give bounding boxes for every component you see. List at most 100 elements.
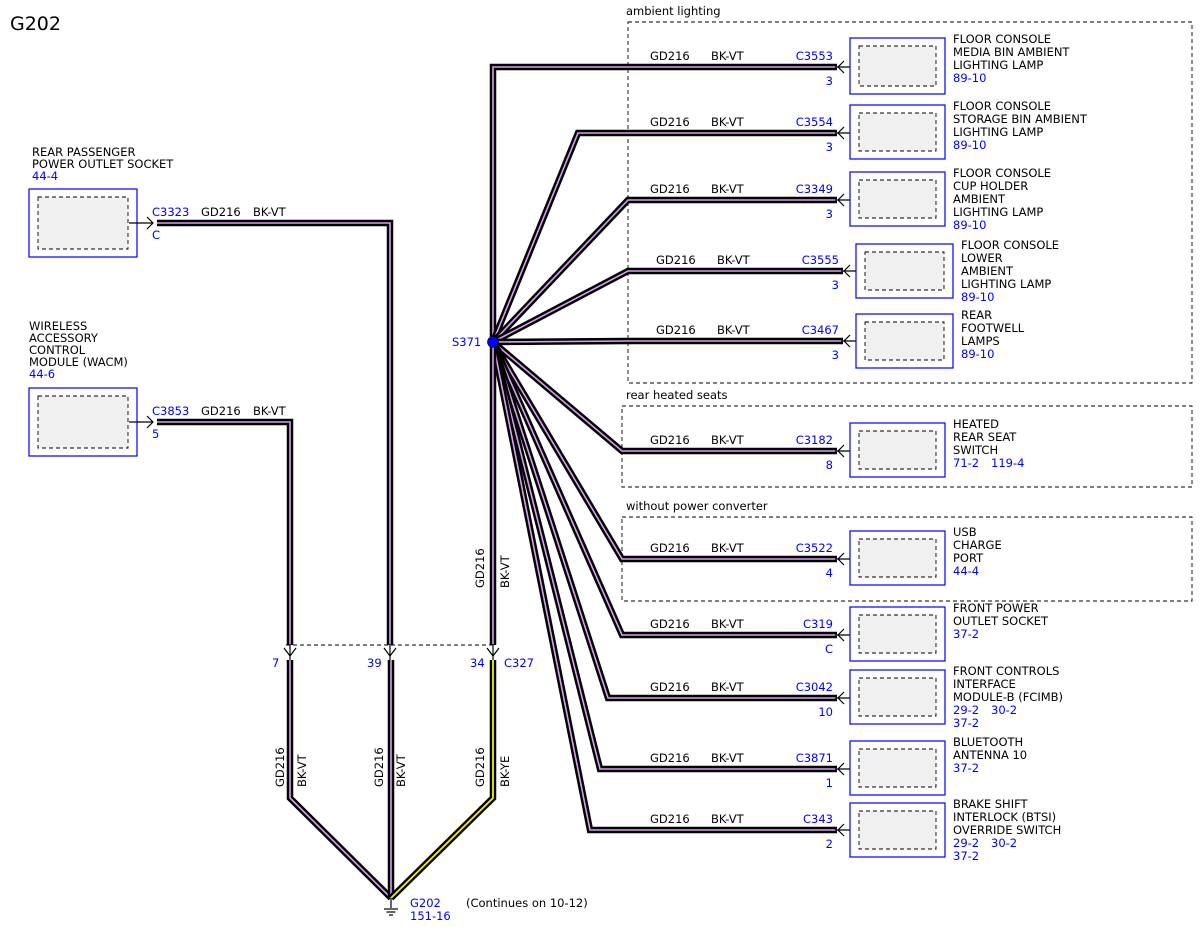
right-component-3-wire-color: BK-VT <box>711 182 745 196</box>
right-component-6-connector-arrow <box>835 444 850 458</box>
connector-c327-label: C327 <box>504 656 534 670</box>
group-box-without-power-converter <box>621 516 1193 602</box>
right-component-4-pin: 3 <box>832 278 839 292</box>
left-component-2-name-line: CONTROL <box>29 343 86 357</box>
connector-c327-pin-39: 39 <box>367 656 382 670</box>
right-component-4-wire-color: BK-VT <box>717 253 751 267</box>
right-component-2-connector-arrow <box>835 126 850 140</box>
left-component-1-connector-label: C3323 <box>152 205 189 219</box>
right-component-7-circuit: GD216 <box>650 541 690 555</box>
right-component-5-circuit: GD216 <box>656 323 696 337</box>
right-component-9-ref: 30-2 <box>991 703 1017 717</box>
connector-c327-arrow-39 <box>383 644 397 660</box>
right-component-3-pin: 3 <box>826 207 833 221</box>
right-component-8-name-line: FRONT POWER <box>953 601 1039 615</box>
right-component-4-name-line: LIGHTING LAMP <box>961 277 1051 291</box>
left-component-2-wire-inner <box>157 421 291 645</box>
right-component-8-pin: C <box>825 642 833 656</box>
right-component-7-connector-arrow <box>835 552 850 566</box>
right-component-11-wire-inner <box>492 341 837 831</box>
right-component-7-name-line: CHARGE <box>953 538 1002 552</box>
right-component-5-pin: 3 <box>832 348 839 362</box>
right-component-6-wire-inner <box>492 341 837 452</box>
s371-wire-circuit: GD216 <box>473 548 487 588</box>
right-component-2-wire-inner <box>492 132 837 343</box>
right-component-4-connector-label: C3555 <box>802 253 839 267</box>
left-component-1-pin: C <box>152 228 160 242</box>
left-component-2-circuit: GD216 <box>201 404 241 418</box>
right-component-2-wire-outer <box>489 129 837 344</box>
group-label-without-power-converter: without power converter <box>626 499 768 513</box>
right-component-10-wire-color: BK-VT <box>711 751 745 765</box>
ground-icon <box>384 898 398 916</box>
right-component-2-ref: 89-10 <box>953 138 986 152</box>
right-component-9-connector-arrow <box>835 691 850 705</box>
wire-layer <box>157 63 843 901</box>
right-component-11-pin: 2 <box>826 837 833 851</box>
right-component-6-name-line: SWITCH <box>953 443 998 457</box>
right-component-7-wire-color: BK-VT <box>711 541 745 555</box>
left-component-1-wire-color: BK-VT <box>253 205 287 219</box>
left-component-2-name-line: MODULE (WACM) <box>29 355 128 369</box>
right-component-3-circuit: GD216 <box>650 182 690 196</box>
right-component-1-ref: 89-10 <box>953 71 986 85</box>
c327-pin34-wire-inner <box>390 660 494 899</box>
diagram-title: G202 <box>10 13 61 35</box>
right-component-11-ref: 29-2 <box>953 836 979 850</box>
wire-34-circuit: GD216 <box>473 747 487 787</box>
right-component-11-box-inner <box>858 810 937 850</box>
right-component-11-ref: 30-2 <box>991 836 1017 850</box>
right-component-5-name-line: REAR <box>961 308 992 322</box>
right-component-6-box-inner <box>858 430 937 470</box>
connector-c327-arrow-34 <box>486 644 500 660</box>
right-component-3-connector-arrow <box>835 193 850 207</box>
right-component-1-pin: 3 <box>826 74 833 88</box>
right-component-3-box-inner <box>858 179 937 219</box>
left-component-1-wire-inner <box>157 222 391 645</box>
right-component-9-wire-inner <box>492 341 837 699</box>
left-component-1-box-inner <box>37 196 129 250</box>
right-component-10-name-line: BLUETOOTH <box>953 735 1023 749</box>
right-component-2-name-line: LIGHTING LAMP <box>953 125 1043 139</box>
right-component-9-name-line: FRONT CONTROLS <box>953 664 1059 678</box>
right-component-9-ref: 29-2 <box>953 703 979 717</box>
left-component-1-name-line: POWER OUTLET SOCKET <box>32 157 174 171</box>
group-label-ambient-lighting: ambient lighting <box>626 4 721 18</box>
left-component-2-name-line: ACCESSORY <box>29 331 99 345</box>
right-component-3-connector-label: C3349 <box>796 182 833 196</box>
right-component-8-ref: 37-2 <box>953 627 979 641</box>
right-component-2-box-inner <box>858 112 937 152</box>
right-component-1-wire-color: BK-VT <box>711 49 745 63</box>
right-component-10-name-line: ANTENNA 10 <box>953 748 1027 762</box>
right-component-1-name-line: LIGHTING LAMP <box>953 58 1043 72</box>
connector-c327-pin-34: 34 <box>470 656 485 670</box>
right-component-3-name-line: LIGHTING LAMP <box>953 205 1043 219</box>
right-component-8-connector-arrow <box>835 628 850 642</box>
left-component-2-connector-arrow <box>129 415 154 429</box>
right-component-4-name-line: AMBIENT <box>961 264 1014 278</box>
right-component-9-wire-color: BK-VT <box>711 680 745 694</box>
right-component-3-ref: 89-10 <box>953 218 986 232</box>
right-component-6-wire-color: BK-VT <box>711 433 745 447</box>
right-component-6-connector-label: C3182 <box>796 433 833 447</box>
left-component-2-name-line: WIRELESS <box>29 319 87 333</box>
c327-pin7-wire-inner <box>289 660 392 899</box>
right-component-7-name-line: PORT <box>953 551 984 565</box>
connector-c327-arrow-7 <box>283 644 297 660</box>
right-component-9-name-line: MODULE-B (FCIMB) <box>953 690 1063 704</box>
right-component-2-connector-label: C3554 <box>796 115 833 129</box>
right-component-10-connector-arrow <box>835 762 850 776</box>
right-component-5-name-line: LAMPS <box>961 334 1000 348</box>
right-component-5-connector-label: C3467 <box>802 323 839 337</box>
splice-s371-dot <box>487 336 499 348</box>
right-component-8-circuit: GD216 <box>650 617 690 631</box>
right-component-1-wire-inner <box>492 66 837 342</box>
ground-label: G202 <box>410 896 441 910</box>
right-component-5-connector-arrow <box>841 334 856 348</box>
left-component-1-ref: 44-4 <box>32 169 58 183</box>
right-component-10-ref: 37-2 <box>953 761 979 775</box>
right-component-11-name-line: OVERRIDE SWITCH <box>953 823 1061 837</box>
splice-s371-label: S371 <box>452 335 481 349</box>
